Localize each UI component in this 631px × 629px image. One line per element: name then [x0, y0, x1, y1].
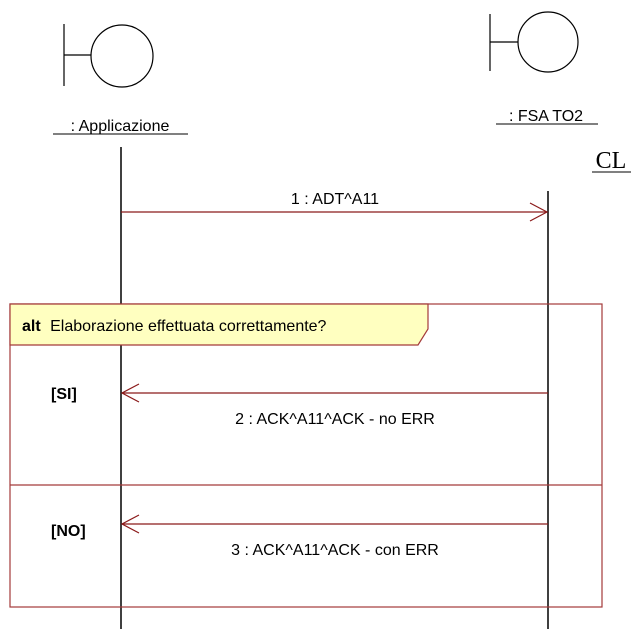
lifeline-label: : Applicazione: [71, 118, 170, 135]
alt-condition: Elaborazione effettuata correttamente?: [50, 318, 326, 335]
arrowhead-right-icon: [529, 202, 549, 222]
message-label: 3 : ACK^A11^ACK - con ERR: [231, 542, 439, 559]
alt-fragment[interactable]: alt Elaborazione effettuata correttament…: [9, 303, 603, 608]
arrowhead-left-icon: [120, 383, 140, 403]
alt-frame: [9, 303, 603, 608]
message-label: 2 : ACK^A11^ACK - no ERR: [235, 411, 435, 428]
message-1[interactable]: 1 : ADT^A11: [121, 191, 549, 222]
alt-label-box: [9, 303, 429, 346]
cl-label: CL: [596, 148, 627, 174]
message-3[interactable]: 3 : ACK^A11^ACK - con ERR: [120, 514, 548, 559]
lifeline-label: : FSA TO2: [509, 108, 583, 125]
lifeline-fsa-to2[interactable]: : FSA TO2: [489, 11, 598, 629]
alt-keyword: alt: [22, 318, 41, 335]
alt-label: alt Elaborazione effettuata correttament…: [22, 318, 327, 335]
guard-si: [SI]: [51, 386, 77, 403]
boundary-icon: [63, 24, 154, 88]
message-2[interactable]: 2 : ACK^A11^ACK - no ERR: [120, 383, 548, 428]
message-label: 1 : ADT^A11: [291, 191, 379, 208]
arrowhead-left-icon: [120, 514, 140, 534]
lifeline-applicazione[interactable]: : Applicazione: [53, 24, 188, 629]
boundary-icon: [489, 11, 579, 73]
guard-no: [NO]: [51, 523, 86, 540]
